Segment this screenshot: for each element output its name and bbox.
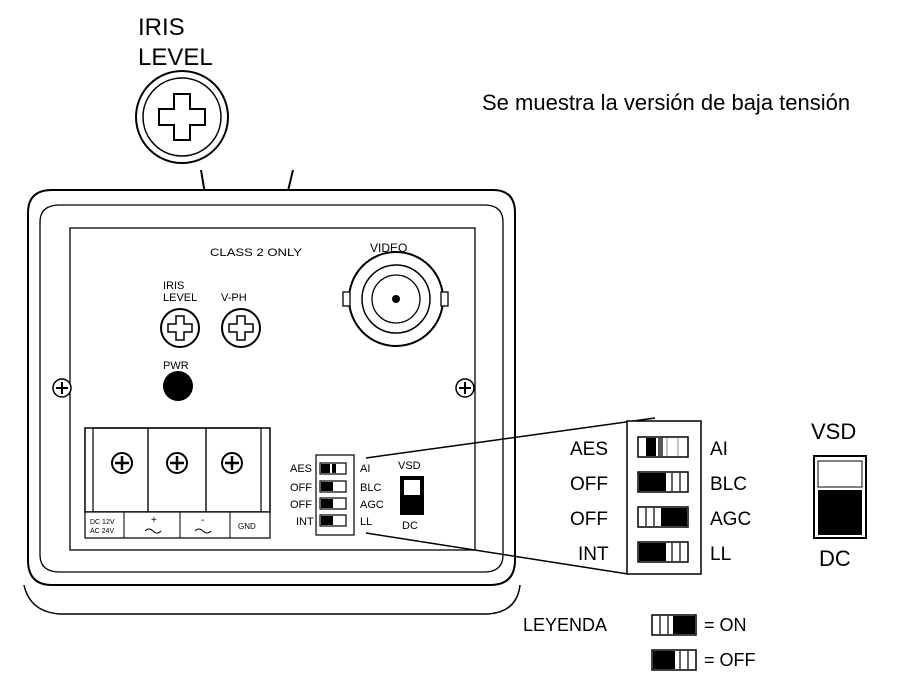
legend-off-swatch (651, 649, 697, 671)
left-mount-screw (52, 378, 72, 398)
dip-switch-int-ll[interactable] (637, 541, 689, 563)
zoom-switch-right-label: LL (710, 544, 731, 565)
iris-knob-label-line1: IRIS (138, 14, 185, 41)
iris-level-knob[interactable] (135, 70, 229, 164)
small-switch-left-label: OFF (290, 482, 312, 494)
dip-switch-aes-ai[interactable] (637, 436, 689, 458)
dc-big-label: DC (819, 546, 851, 571)
legend-on-swatch (651, 614, 697, 636)
small-switch-right-label: AGC (360, 499, 384, 511)
terminal-screw-2[interactable] (166, 452, 188, 474)
zoom-switch-right-label: AGC (710, 509, 751, 530)
zoom-switch-left-label: AES (570, 439, 608, 460)
terminal-power-label-line2: AC 24V (90, 528, 114, 535)
terminal-power-label-line1: DC 12V (90, 519, 115, 526)
terminal-screw-1[interactable] (111, 452, 133, 474)
pwr-led (163, 371, 193, 401)
vsd-big-label: VSD (811, 419, 856, 444)
pwr-label: PWR (163, 360, 189, 372)
small-switch-left-label: OFF (290, 499, 312, 511)
small-switch-right-label: LL (360, 516, 372, 528)
small-dip-switch[interactable] (319, 514, 347, 527)
small-dip-switch[interactable] (319, 480, 347, 493)
caption: Se muestra la versión de baja tensión (482, 90, 850, 115)
legend-on-label: = ON (704, 615, 747, 635)
vsd-dc-switch[interactable] (813, 455, 867, 539)
iris-pot-label-line1: IRIS (163, 280, 184, 292)
legend-off-label: = OFF (704, 650, 756, 670)
small-dip-switch[interactable] (319, 462, 347, 475)
zoom-switch-right-label: BLC (710, 474, 747, 495)
iris-level-pot[interactable] (160, 308, 200, 348)
zoom-switch-left-label: INT (578, 544, 609, 565)
terminal-plus-label: + (151, 515, 157, 526)
terminal-screw-3[interactable] (221, 452, 243, 474)
small-vsd-label: VSD (398, 460, 421, 472)
ac-tilde-icon (144, 528, 162, 534)
zoom-switch-right-label: AI (710, 439, 728, 460)
small-switch-right-label: AI (360, 463, 370, 475)
terminal-minus-label: - (201, 515, 204, 526)
small-vsd-switch[interactable] (400, 476, 424, 515)
small-dip-switch[interactable] (319, 497, 347, 510)
vph-pot[interactable] (221, 308, 261, 348)
zoom-switch-left-label: OFF (570, 474, 608, 495)
small-dc-label: DC (402, 520, 418, 532)
dip-switch-off-agc[interactable] (637, 506, 689, 528)
small-switch-left-label: AES (290, 463, 312, 475)
ac-tilde-icon (194, 528, 212, 534)
dip-switch-off-blc[interactable] (637, 471, 689, 493)
zoom-switch-left-label: OFF (570, 509, 608, 530)
small-switch-left-label: INT (296, 516, 314, 528)
video-bnc-connector[interactable] (342, 251, 449, 347)
legend-title: LEYENDA (523, 615, 607, 635)
vph-label: V-PH (221, 292, 247, 304)
small-switch-right-label: BLC (360, 482, 381, 494)
class2-only-label: CLASS 2 ONLY (210, 247, 303, 259)
terminal-gnd-label: GND (238, 522, 256, 531)
iris-knob-label-line2: LEVEL (138, 44, 213, 71)
right-mount-screw (455, 378, 475, 398)
iris-pot-label-line2: LEVEL (163, 292, 197, 304)
